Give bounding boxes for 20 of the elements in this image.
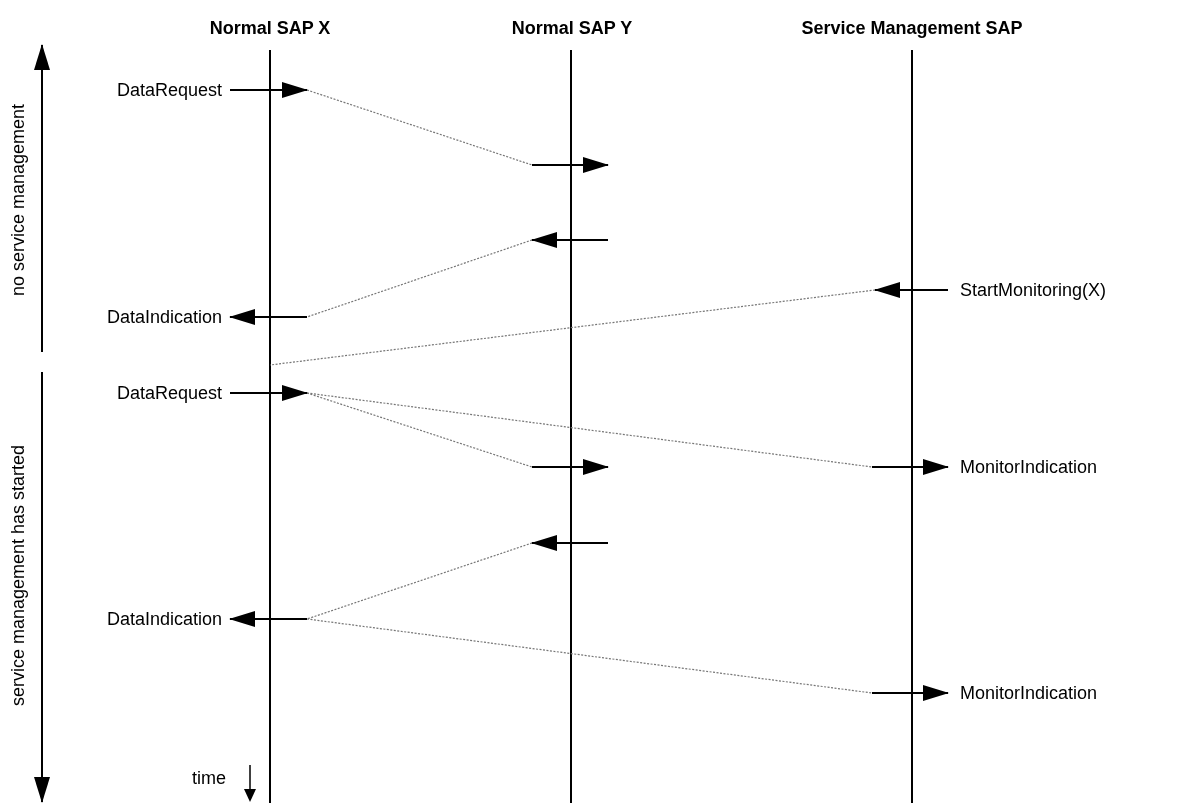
primitive-label: MonitorIndication xyxy=(960,455,1170,479)
phase-label: no service management xyxy=(7,102,29,299)
primitive-label: DataIndication xyxy=(40,305,222,329)
lifeline-header: Service Management SAP xyxy=(801,16,1023,40)
message-arrow xyxy=(871,685,949,701)
primitive-label: StartMonitoring(X) xyxy=(960,278,1178,302)
message-arrow xyxy=(229,309,308,325)
lifeline-header: Normal SAP Y xyxy=(511,16,633,40)
primitive-label: DataRequest xyxy=(40,381,222,405)
primitive-label: MonitorIndication xyxy=(960,681,1170,705)
message-arrow xyxy=(871,459,949,475)
lifeline-header: Normal SAP X xyxy=(209,16,331,40)
message-arrow xyxy=(229,611,308,627)
message-arrow xyxy=(229,82,308,98)
primitive-label: DataRequest xyxy=(40,78,222,102)
message-arrow xyxy=(874,282,949,298)
time-label: time xyxy=(192,767,226,789)
message-arrow xyxy=(229,385,308,401)
primitive-label: DataIndication xyxy=(40,607,222,631)
phase-label: service management has started xyxy=(7,443,29,708)
